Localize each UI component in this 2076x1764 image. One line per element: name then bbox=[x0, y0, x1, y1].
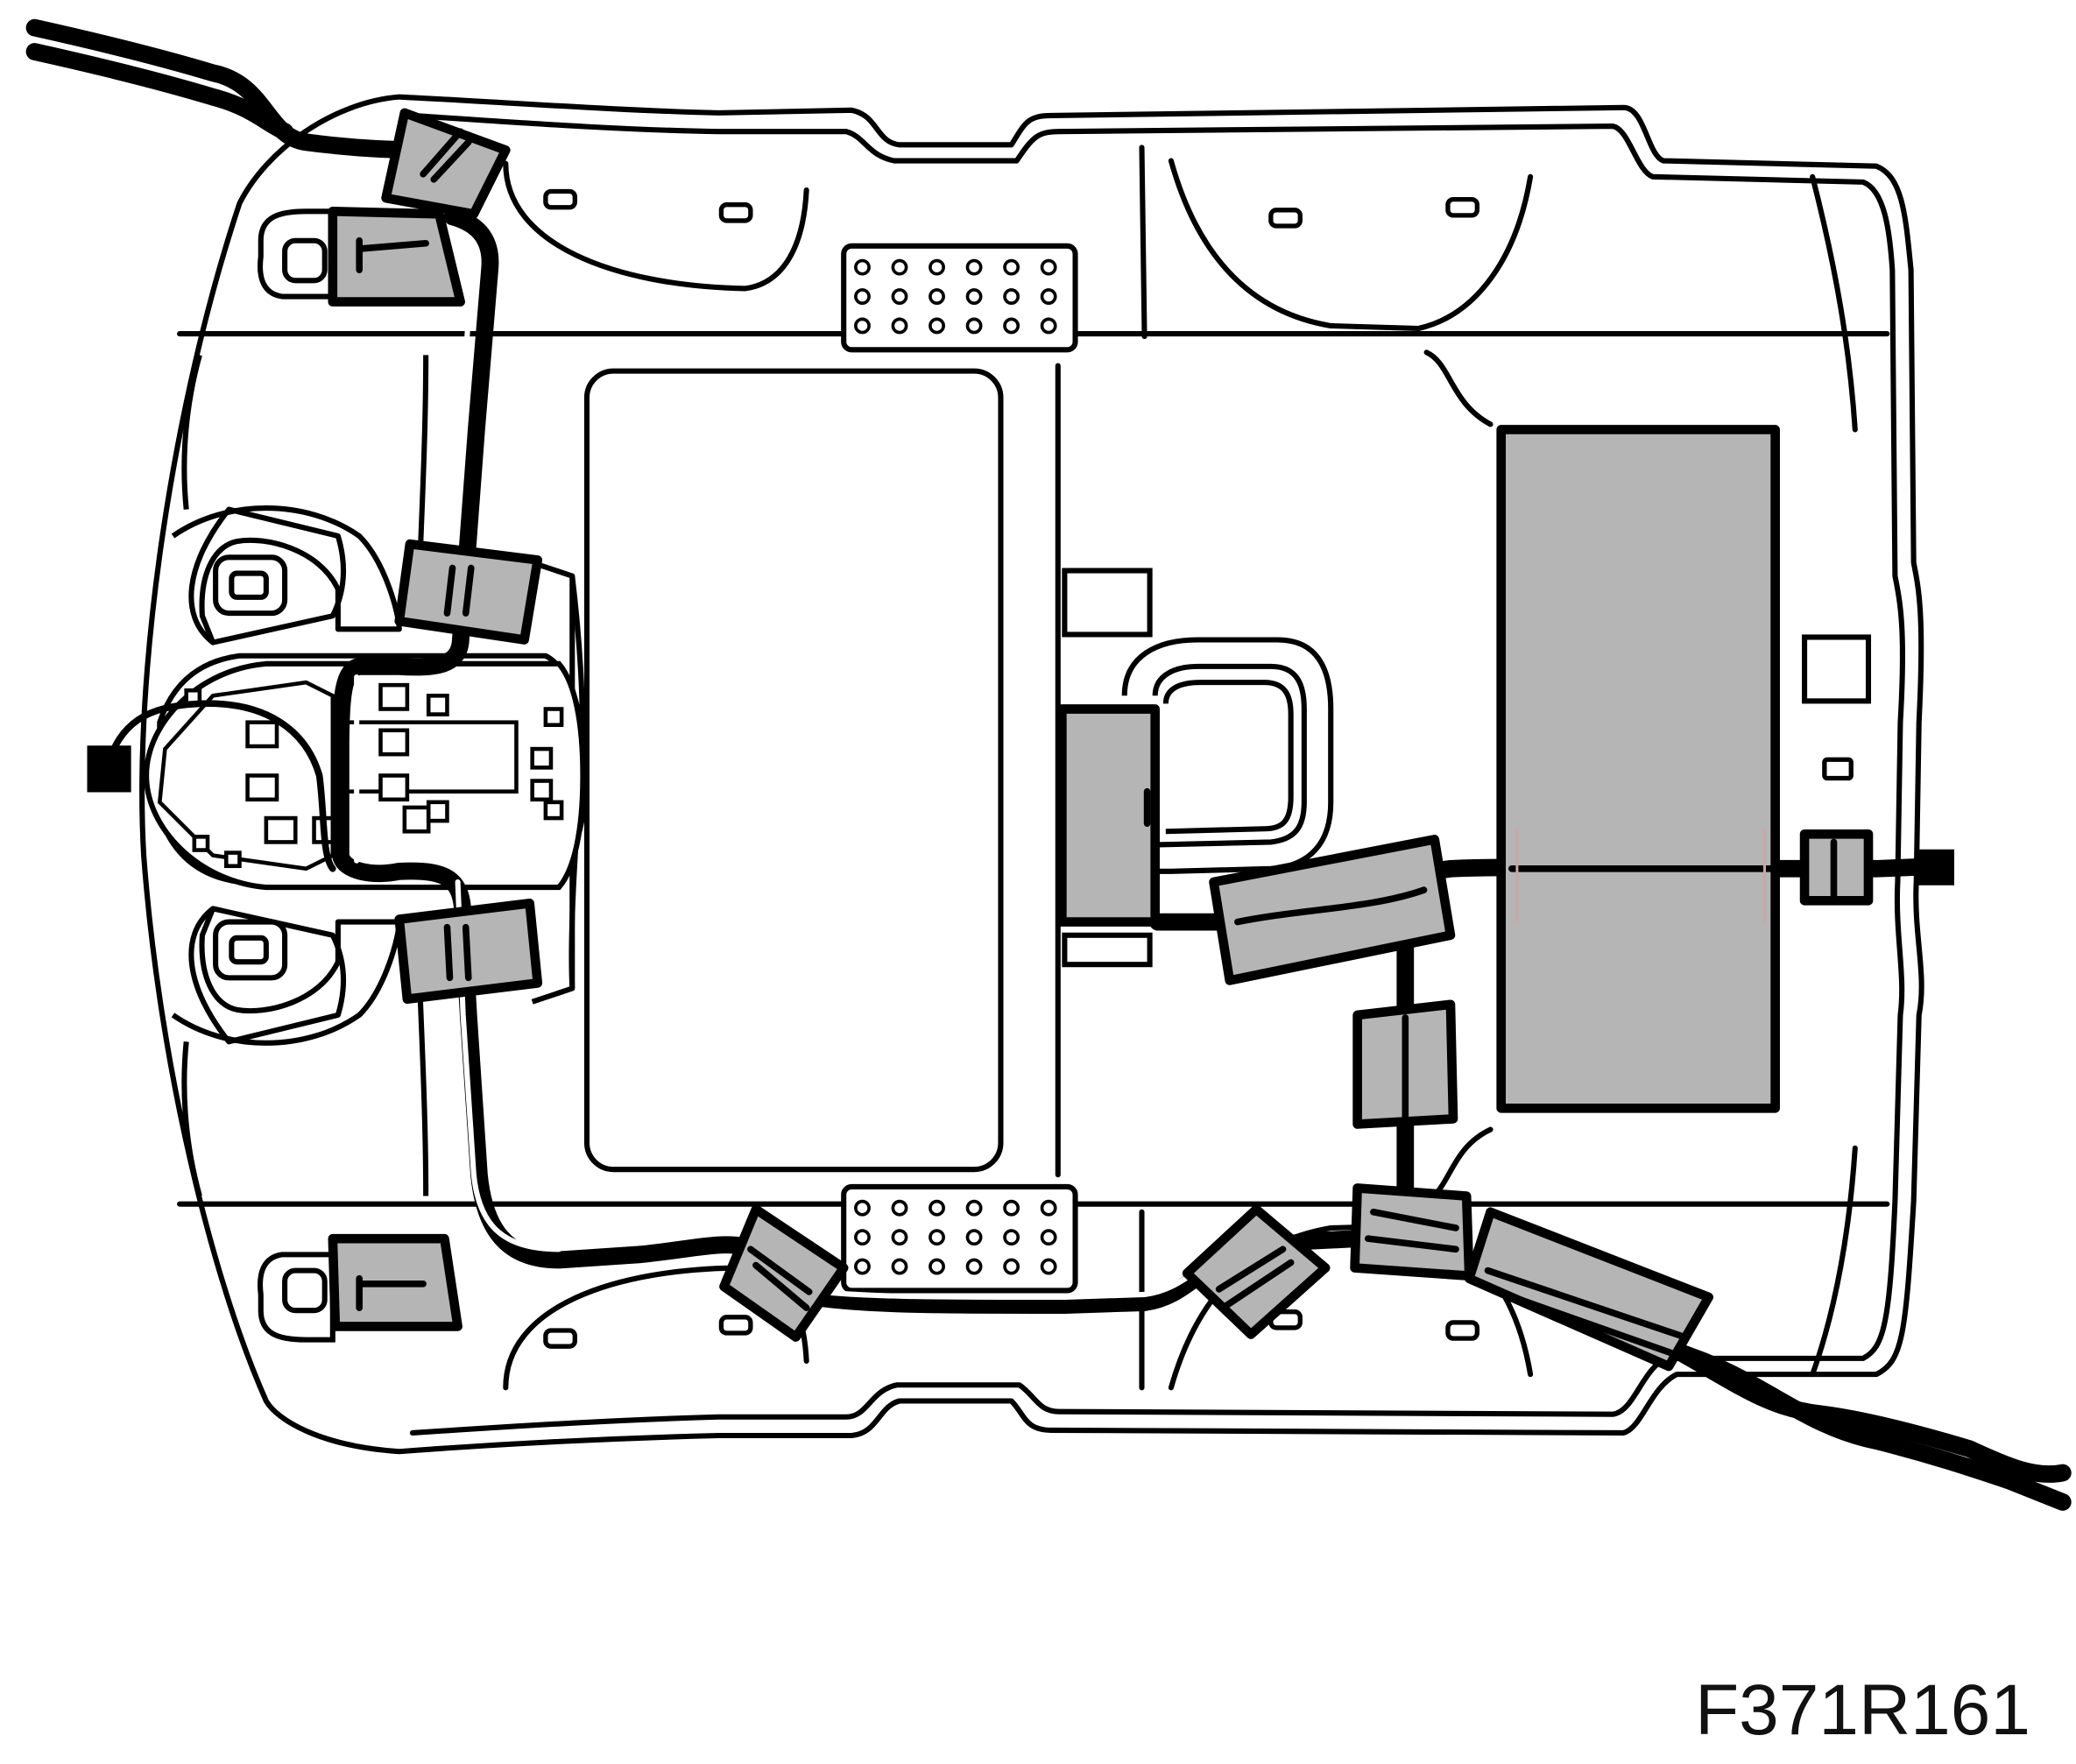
visor-mounts bbox=[213, 208, 335, 1343]
grille-hole bbox=[854, 1199, 871, 1217]
grille-hole bbox=[965, 258, 983, 276]
front-console-module bbox=[144, 660, 586, 891]
grille-hole bbox=[929, 258, 945, 276]
grille-hole bbox=[965, 1199, 983, 1217]
grille-hole bbox=[965, 1258, 983, 1275]
clip-slots bbox=[543, 188, 1854, 1349]
grille-hole bbox=[929, 288, 945, 305]
grille-hole bbox=[854, 1229, 871, 1246]
grille-hole bbox=[891, 1199, 908, 1217]
grille-hole bbox=[1003, 1229, 1020, 1246]
grille-hole bbox=[1040, 258, 1057, 276]
grille-hole bbox=[854, 1258, 871, 1275]
grille-hole bbox=[891, 317, 908, 335]
grille-hole bbox=[1003, 288, 1020, 305]
grille-hole bbox=[891, 258, 908, 276]
grille-hole bbox=[1003, 1199, 1020, 1217]
grille-dots bbox=[854, 258, 1057, 1275]
grille-hole bbox=[965, 288, 983, 305]
grille-hole bbox=[1040, 317, 1057, 335]
grille-hole bbox=[929, 1229, 945, 1246]
grille-hole bbox=[929, 317, 945, 335]
grille-hole bbox=[965, 317, 983, 335]
grille-hole bbox=[891, 1258, 908, 1275]
grille-hole bbox=[1003, 258, 1020, 276]
pad-details bbox=[87, 128, 1954, 1357]
grille-hole bbox=[1040, 1229, 1057, 1246]
grille-hole bbox=[929, 1258, 945, 1275]
grille-hole bbox=[1003, 1258, 1020, 1275]
grille-hole bbox=[1040, 1258, 1057, 1275]
grille-hole bbox=[854, 258, 871, 276]
grille-hole bbox=[929, 1199, 945, 1217]
grille-hole bbox=[1040, 1199, 1057, 1217]
grille-hole bbox=[965, 1229, 983, 1246]
grille-hole bbox=[1040, 288, 1057, 305]
figure-code: F371R161 bbox=[1695, 1670, 2030, 1750]
grille-hole bbox=[854, 288, 871, 305]
grille-hole bbox=[891, 1229, 908, 1246]
grille-hole bbox=[854, 317, 871, 335]
sunroof-opening bbox=[583, 368, 1004, 1173]
grille-hole bbox=[1003, 317, 1020, 335]
pad-highlights bbox=[1515, 829, 1767, 922]
grille-hole bbox=[891, 288, 908, 305]
rear-handle-loop bbox=[1062, 568, 1872, 968]
